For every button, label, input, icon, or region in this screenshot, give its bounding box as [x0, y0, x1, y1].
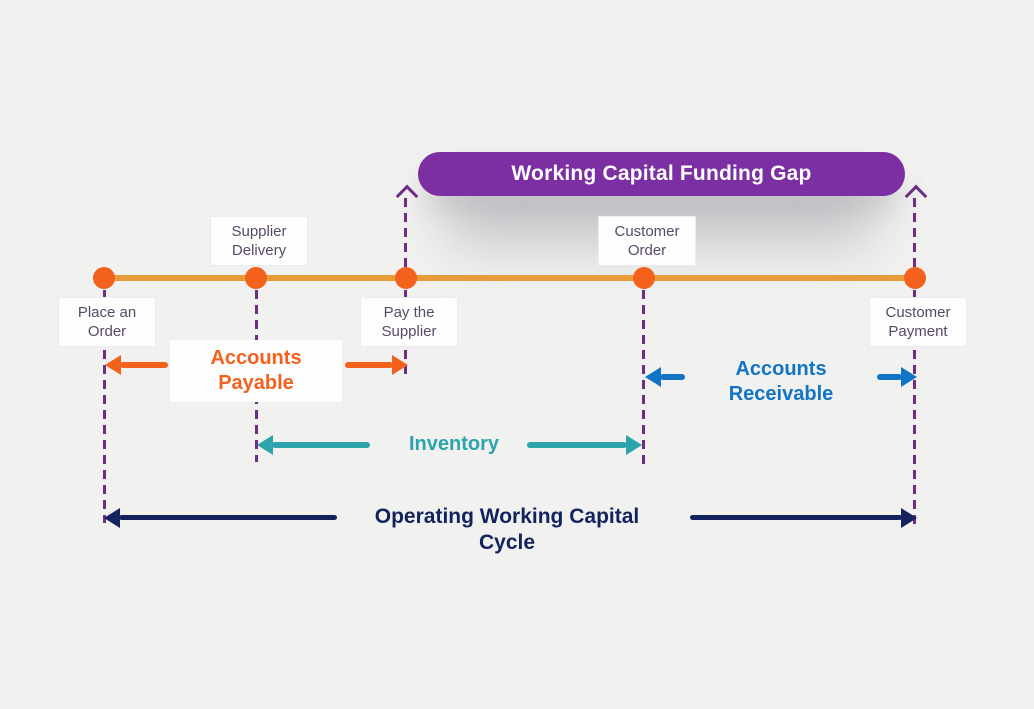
event-label-supplier-delivery: Supplier Delivery: [210, 216, 308, 266]
timeline: [104, 275, 916, 281]
inventory-arrow-left: [272, 442, 370, 448]
accounts-receivable-label: Accounts Receivable: [728, 358, 834, 405]
inventory-arrow-right: [527, 442, 627, 448]
inventory-label: Inventory: [408, 433, 500, 455]
event-label-pay-supplier: Pay the Supplier: [360, 297, 458, 347]
timeline-dot-supplier-delivery: [245, 267, 267, 289]
timeline-dot-pay-supplier: [395, 267, 417, 289]
event-label-place-order: Place an Order: [58, 297, 156, 347]
timeline-dot-customer-order: [633, 267, 655, 289]
dashed-connector-customer-order: [642, 290, 645, 468]
accounts-payable-arrow-left: [120, 362, 168, 368]
cycle-arrow-left: [119, 515, 337, 520]
operating-cycle-label: Operating Working Capital Cycle: [374, 505, 640, 554]
accounts-payable-arrow-right: [345, 362, 393, 368]
accounts-receivable-arrow-left: [660, 374, 685, 380]
event-label-customer-payment: Customer Payment: [869, 297, 967, 347]
accounts-receivable-arrow-right: [877, 374, 902, 380]
accounts-payable-label: Accounts Payable: [170, 340, 342, 402]
event-label-customer-order: Customer Order: [598, 216, 696, 266]
dashed-connector-customer-payment-up: [913, 198, 916, 268]
timeline-dot-place-order: [93, 267, 115, 289]
up-arrow-icon: [395, 184, 419, 208]
dashed-connector-place-order: [103, 290, 106, 523]
dashed-connector-customer-payment: [913, 290, 916, 524]
funding-gap-title: Working Capital Funding Gap: [511, 162, 812, 185]
up-arrow-icon: [904, 184, 928, 208]
dashed-connector-pay-supplier-up: [404, 198, 407, 268]
timeline-dot-customer-payment: [904, 267, 926, 289]
funding-gap-banner: Working Capital Funding Gap: [418, 152, 905, 196]
cycle-arrow-right: [690, 515, 902, 520]
